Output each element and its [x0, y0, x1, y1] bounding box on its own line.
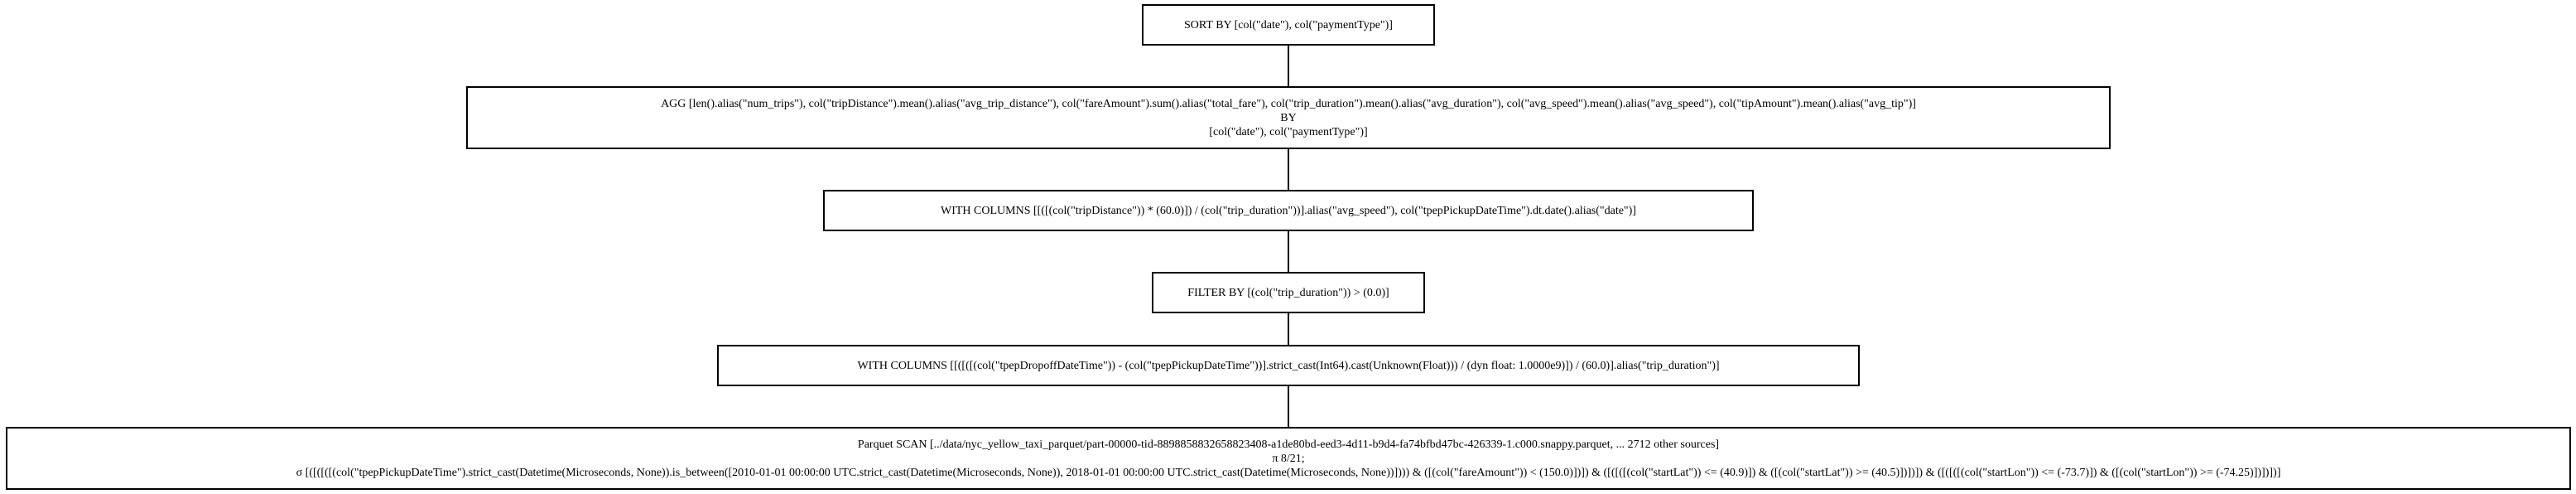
edge-with-columns-scan: [1288, 386, 1289, 427]
edge-with-columns-filter: [1288, 231, 1289, 272]
aggregate-node: AGG [len().alias("num_trips"), col("trip…: [466, 86, 2111, 149]
with-columns-duration-node: WITH COLUMNS [[([([(col("tpepDropoffDate…: [717, 345, 1860, 386]
parquet-scan-projection: π 8/21;: [1272, 452, 1305, 465]
with-columns-speed-label: WITH COLUMNS [[([(col("tripDistance")) *…: [941, 204, 1636, 217]
edge-sort-agg: [1288, 46, 1289, 86]
edge-filter-with-columns: [1288, 313, 1289, 354]
parquet-scan-sources: Parquet SCAN [../data/nyc_yellow_taxi_pa…: [857, 438, 1720, 451]
sort-node: SORT BY [col("date"), col("paymentType")…: [1142, 4, 1435, 46]
edge-agg-with-columns: [1288, 149, 1289, 190]
parquet-scan-selection: σ [([([([(col("tpepPickupDateTime").stri…: [296, 466, 2281, 479]
aggregate-node-expressions: AGG [len().alias("num_trips"), col("trip…: [661, 97, 1916, 110]
filter-node-label: FILTER BY [(col("trip_duration")) > (0.0…: [1187, 286, 1389, 299]
parquet-scan-node: Parquet SCAN [../data/nyc_yellow_taxi_pa…: [6, 427, 2571, 490]
with-columns-duration-label: WITH COLUMNS [[([([(col("tpepDropoffDate…: [857, 359, 1720, 372]
filter-node: FILTER BY [(col("trip_duration")) > (0.0…: [1152, 272, 1425, 313]
aggregate-node-group-keys: [col("date"), col("paymentType")]: [1209, 125, 1368, 138]
aggregate-node-by-keyword: BY: [1280, 111, 1297, 124]
sort-node-label: SORT BY [col("date"), col("paymentType")…: [1184, 18, 1393, 31]
with-columns-speed-node: WITH COLUMNS [[([(col("tripDistance")) *…: [823, 190, 1754, 231]
